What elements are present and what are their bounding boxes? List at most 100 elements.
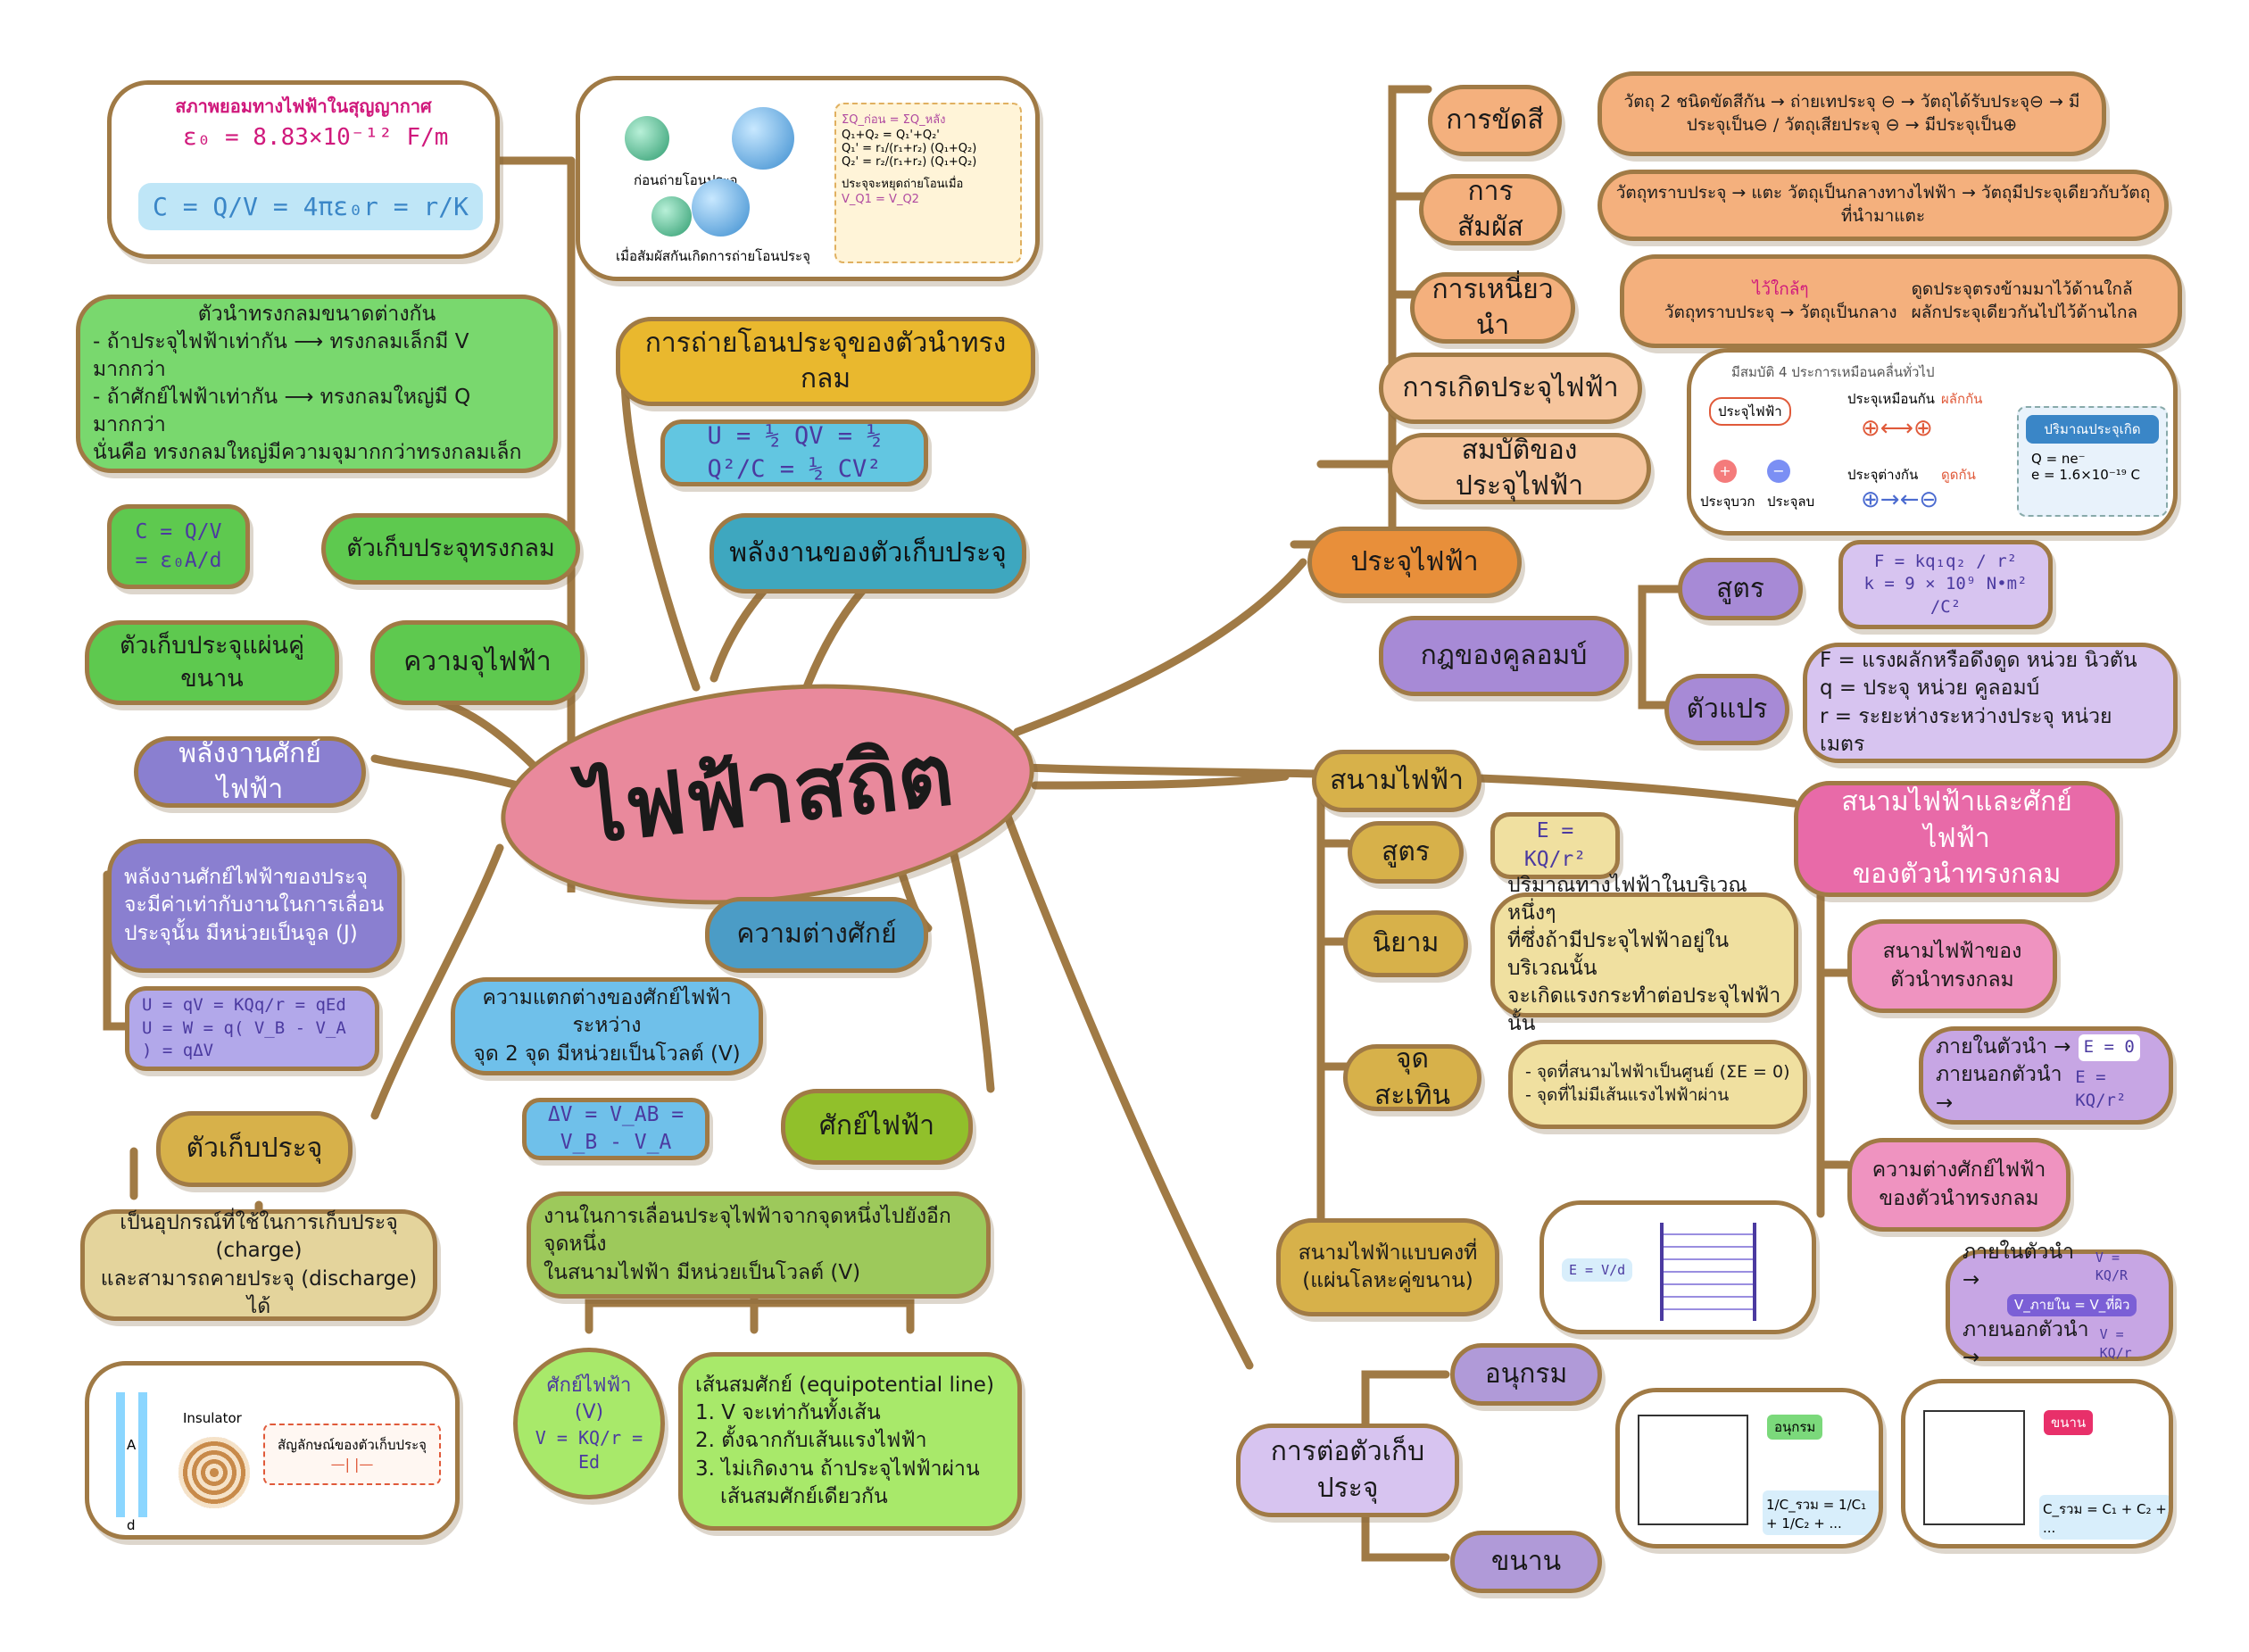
prop-charge-label: ประจุไฟฟ้า xyxy=(1709,397,1791,426)
pe-desc-2: จะมีค่าเท่ากับงานในการเลื่อน xyxy=(124,893,385,917)
induction-right: ดูดประจุตรงข้ามมาไว้ด้านใกล้ ผลักประจุเด… xyxy=(1912,278,2138,324)
sphere-potential-node[interactable]: ความต่างศักย์ไฟฟ้า ของตัวนำทรงกลม xyxy=(1847,1138,2071,1232)
potential-difference-node[interactable]: ความต่างศักย์ xyxy=(705,897,928,973)
quantity-q: Q = ne⁻ xyxy=(2031,451,2086,467)
pot-inside-eq: V = KQ/R xyxy=(2095,1249,2129,1284)
positive-charge-icon: + xyxy=(1714,460,1737,483)
coulomb-formula: F = kq₁q₂ / r² k = 9 × 10⁹ N•m² /C² xyxy=(1838,540,2053,629)
potential-desc: งานในการเลื่อนประจุไฟฟ้าจากจุดหนึ่งไปยัง… xyxy=(527,1191,991,1299)
charge-properties-node[interactable]: สมบัติของประจุไฟฟ้า xyxy=(1388,433,1651,504)
definition-node[interactable]: นิยาม xyxy=(1343,910,1468,977)
equip-3: 3. ไม่เกิดงาน ถ้าประจุไฟฟ้าผ่าน xyxy=(695,1457,980,1481)
capacitance-node[interactable]: ความจุไฟฟ้า xyxy=(370,620,585,705)
sphere-capacitor-node[interactable]: ตัวเก็บประจุทรงกลม xyxy=(321,513,580,585)
prop-diff-label: ประจุต่างกัน xyxy=(1847,467,1919,483)
plate-formula: C = Q/V = ε₀A/d xyxy=(107,504,250,589)
potential-node[interactable]: ศักย์ไฟฟ้า xyxy=(781,1089,973,1165)
induction-near: ไว้ใกล้ๆ xyxy=(1752,278,1809,299)
permittivity-title: สภาพยอมทางไฟฟ้าในสุญญากาศ xyxy=(175,95,432,117)
rolled-capacitor-image xyxy=(178,1437,250,1508)
equip-2: 2. ตั้งฉากกับเส้นแรงไฟฟ้า xyxy=(695,1429,927,1453)
capacitor-energy-node[interactable]: พลังงานของตัวเก็บประจุ xyxy=(710,513,1026,594)
insulator-label: Insulator xyxy=(183,1410,242,1426)
capacitor-plate-left xyxy=(116,1392,125,1517)
coulomb-formula-node[interactable]: สูตร xyxy=(1678,558,1803,620)
capacitor-diagram: A d Insulator สัญลักษณ์ของตัวเก็บประจุ —… xyxy=(85,1361,460,1540)
efield-inside-eq: E = 0 xyxy=(2078,1034,2140,1061)
charge-transfer-node[interactable]: การถ่ายโอนประจุของตัวนำทรงกลม xyxy=(616,317,1035,406)
series-node[interactable]: อนุกรม xyxy=(1450,1343,1602,1406)
series-tag: อนุกรม xyxy=(1767,1415,1823,1440)
neutral-point-desc: - จุดที่สนามไฟฟ้าเป็นศูนย์ (ΣE = 0) - จุ… xyxy=(1508,1040,1807,1129)
capacitor-symbol-icon: —| |— xyxy=(330,1456,374,1473)
capacitor-energy-formula: U = ½ QV = ½ Q²/C = ½ CV² xyxy=(660,419,928,486)
after-label: เมื่อสัมผัสกันเกิดการถ่ายโอนประจุ xyxy=(616,248,810,264)
uniform-field-2: (แผ่นโลหะคู่ขนาน) xyxy=(1302,1269,1473,1292)
efield-outside-row: ภายนอกตัวนำ → E = KQ/r² xyxy=(1936,1061,2156,1117)
rubbing-desc: วัตถุ 2 ชนิดขัดสีกัน → ถ่ายเทประจุ ⊖ → ว… xyxy=(1598,71,2106,156)
potential-desc-2: ในสนามไฟฟ้า มีหน่วยเป็นโวลต์ (V) xyxy=(544,1260,861,1284)
potential-energy-formulas: U = qV = KQq/r = qEd U = W = q( V_B - V_… xyxy=(125,986,379,1071)
sphere-note-line2: - ถ้าศักย์ไฟฟ้าเท่ากัน ⟶ ทรงกลมใหญ่มี Q … xyxy=(93,386,471,437)
induction-node[interactable]: การเหนี่ยวนำ xyxy=(1410,272,1575,344)
parallel-node[interactable]: ขนาน xyxy=(1450,1531,1602,1593)
neutral-point-node[interactable]: จุดสะเทิน xyxy=(1343,1043,1481,1111)
pot-inside-note: V_ภายใน = V_ที่ผิว xyxy=(2007,1294,2137,1316)
permittivity-eps: ε₀ = 8.83×10⁻¹² F/m xyxy=(183,124,449,151)
charge-node[interactable]: ประจุไฟฟ้า xyxy=(1307,527,1522,598)
contact-desc: วัตถุทราบประจุ → แตะ วัตถุเป็นกลางทางไฟฟ… xyxy=(1598,170,2169,241)
var-q: q = ประจุ หน่วย คูลอมบ์ xyxy=(1820,677,2040,701)
transfer-rule: ประจุจะหยุดถ่ายโอนเมื่อ xyxy=(842,178,964,191)
rubbing-node[interactable]: การขัดสี xyxy=(1428,85,1562,156)
uniform-field-node[interactable]: สนามไฟฟ้าแบบคงที่ (แผ่นโลหะคู่ขนาน) xyxy=(1276,1218,1499,1316)
pot-diff-desc-1: ความแตกต่างของศักย์ไฟฟ้าระหว่าง xyxy=(482,986,732,1038)
parallel-plate-node[interactable]: ตัวเก็บประจุแผ่นคู่ขนาน xyxy=(85,620,339,705)
pe-desc-3: ประจุนั้น มีหน่วยเป็นจูล (J) xyxy=(124,921,358,945)
coulomb-k: k = 9 × 10⁹ N•m² /C² xyxy=(1863,574,2028,617)
transfer-eq2: Q₁' = r₁/(r₁+r₂) (Q₁+Q₂) xyxy=(842,142,977,155)
prop-attract-label: ดูดกัน xyxy=(1941,467,1976,483)
definition-3: จะเกิดแรงกระทำต่อประจุไฟฟ้านั้น xyxy=(1507,984,1781,1036)
prop-title: มีสมบัติ 4 ประการเหมือนคลื่นทั่วไป xyxy=(1731,364,1935,380)
efield-outside: ภายนอกตัวนำ → xyxy=(1936,1063,2062,1115)
sphere-q2-after xyxy=(692,178,750,237)
sphere-efield-desc: ภายในตัวนำ → E = 0 ภายนอกตัวนำ → E = KQ/… xyxy=(1919,1026,2173,1125)
definition-1: ปริมาณทางไฟฟ้าในบริเวณหนึ่งๆ xyxy=(1507,873,1747,925)
sphere-q1-before xyxy=(625,116,669,161)
potential-energy-node[interactable]: พลังงานศักย์ไฟฟ้า xyxy=(134,736,366,808)
transfer-rule-eq: V_Q1 = V_Q2 xyxy=(842,193,919,206)
sphere-q1-after xyxy=(651,196,692,237)
capacitor-desc: เป็นอุปกรณ์ที่ใช้ในการเก็บประจุ (charge)… xyxy=(80,1209,437,1321)
potential-desc-1: งานในการเลื่อนประจุไฟฟ้าจากจุดหนึ่งไปยัง… xyxy=(544,1205,951,1257)
capacitor-node[interactable]: ตัวเก็บประจุ xyxy=(156,1111,353,1187)
capacitance-sphere-formula: C = Q/V = 4πε₀r = r/K xyxy=(138,183,484,230)
uniform-field-1: สนามไฟฟ้าแบบคงที่ xyxy=(1298,1241,1478,1265)
sphere-field-node[interactable]: สนามไฟฟ้าและศักย์ไฟฟ้า ของตัวนำทรงกลม xyxy=(1794,781,2120,897)
coulomb-law-node[interactable]: กฎของคูลอมบ์ xyxy=(1379,616,1629,696)
transfer-formula-box: ΣQ_ก่อน = ΣQ_หลัง Q₁+Q₂ = Q₁'+Q₂' Q₁' = … xyxy=(834,103,1022,263)
charge-properties-panel: มีสมบัติ 4 ประการเหมือนคลื่นทั่วไป ประจุ… xyxy=(1687,348,2178,535)
pot-formula-eq: V = KQ/r = Ed xyxy=(535,1426,643,1473)
transfer-eq1: Q₁+Q₂ = Q₁'+Q₂' xyxy=(842,129,940,142)
attract-icons: ⊕→←⊖ xyxy=(1861,486,1939,513)
parallel-tag: ขนาน xyxy=(2044,1410,2094,1435)
capacitor-connection-node[interactable]: การต่อตัวเก็บประจุ xyxy=(1236,1424,1459,1517)
electric-field-node[interactable]: สนามไฟฟ้า xyxy=(1312,750,1481,812)
sphere-efield-node[interactable]: สนามไฟฟ้าของ ตัวนำทรงกลม xyxy=(1847,919,2057,1013)
equip-1: 1. V จะเท่ากันทั้งเส้น xyxy=(695,1401,881,1425)
variables-node[interactable]: ตัวแปร xyxy=(1664,674,1789,745)
charge-generation-node[interactable]: การเกิดประจุไฟฟ้า xyxy=(1379,353,1642,424)
pot-outside: ภายนอกตัวนำ → xyxy=(1963,1317,2089,1369)
parallel-eq: C_รวม = C₁ + C₂ + ... xyxy=(2039,1495,2169,1540)
field-formula-node[interactable]: สูตร xyxy=(1348,821,1464,884)
sphere-note-line3: นั่นคือ ทรงกลมใหญ่มีความจุมากกว่าทรงกลมเ… xyxy=(93,441,522,465)
prop-pos-label: ประจุบวก xyxy=(1700,494,1755,510)
capacitor-symbol-label: สัญลักษณ์ของตัวเก็บประจุ xyxy=(278,1437,427,1453)
repel-icons: ⊕⟷⊕ xyxy=(1861,415,1933,442)
series-eq: 1/C_รวม = 1/C₁ + 1/C₂ + ... xyxy=(1763,1490,1879,1535)
series-diagram: อนุกรม 1/C_รวม = 1/C₁ + 1/C₂ + ... xyxy=(1615,1388,1883,1548)
contact-node[interactable]: การสัมผัส xyxy=(1419,174,1562,245)
sphere-note-line1: - ถ้าประจุไฟฟ้าเท่ากัน ⟶ ทรงกลมเล็กมี V … xyxy=(93,329,469,381)
field-formula: E = KQ/r² xyxy=(1490,812,1620,879)
pot-diff-desc-2: จุด 2 จุด มีหน่วยเป็นโวลต์ (V) xyxy=(473,1042,741,1066)
